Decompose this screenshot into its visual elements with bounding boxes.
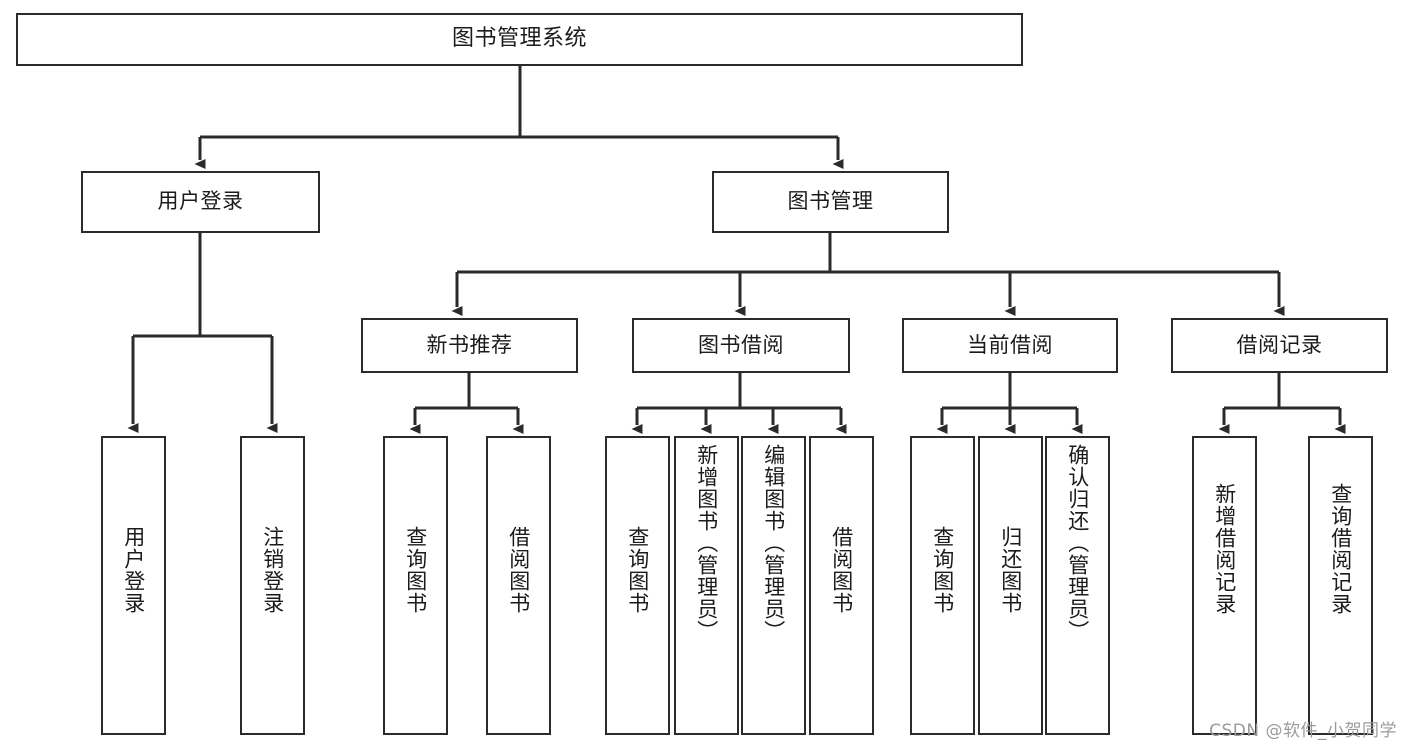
node-label: 查询借阅记录 [1328, 483, 1353, 615]
leaf-new-book-borrow[interactable]: 借阅图书 [486, 436, 551, 735]
node-label: 编辑图书（管理员） [761, 444, 786, 642]
leaf-borrow-edit-book-admin[interactable]: 编辑图书（管理员） [741, 436, 806, 735]
node-label: 归还图书 [998, 526, 1023, 614]
node-label: 借阅图书 [506, 526, 531, 614]
leaf-borrow-query-book[interactable]: 查询图书 [605, 436, 670, 735]
leaf-current-confirm-return-admin[interactable]: 确认归还（管理员） [1045, 436, 1110, 735]
node-borrow-record[interactable]: 借阅记录 [1171, 318, 1388, 373]
node-label: 用户登录 [121, 526, 146, 614]
node-user-login[interactable]: 用户登录 [81, 171, 320, 233]
node-label: 查询图书 [930, 526, 955, 614]
node-label: 查询图书 [403, 526, 428, 614]
node-label: 新增借阅记录 [1212, 483, 1237, 615]
node-book-management[interactable]: 图书管理 [712, 171, 949, 233]
node-label: 借阅记录 [1236, 332, 1323, 357]
node-label: 新增图书（管理员） [694, 444, 719, 642]
node-label: 图书管理 [787, 189, 874, 214]
node-label: 新书推荐 [426, 332, 513, 357]
leaf-record-add-record[interactable]: 新增借阅记录 [1192, 436, 1257, 735]
node-label: 查询图书 [625, 526, 650, 614]
leaf-borrow-add-book-admin[interactable]: 新增图书（管理员） [674, 436, 739, 735]
node-label: 确认归还（管理员） [1065, 444, 1090, 642]
node-label: 注销登录 [260, 526, 285, 614]
node-label: 当前借阅 [967, 332, 1053, 357]
node-root-system[interactable]: 图书管理系统 [16, 13, 1023, 66]
node-label: 借阅图书 [829, 526, 854, 614]
node-label: 图书管理系统 [451, 26, 587, 52]
node-current-borrow[interactable]: 当前借阅 [902, 318, 1118, 373]
leaf-borrow-borrow-book[interactable]: 借阅图书 [809, 436, 874, 735]
node-book-borrow[interactable]: 图书借阅 [632, 318, 850, 373]
watermark-text: CSDN @软件_小贺同学 [1209, 721, 1397, 741]
leaf-user-login-signout[interactable]: 注销登录 [240, 436, 305, 735]
node-label: 图书借阅 [698, 332, 784, 357]
leaf-current-query-book[interactable]: 查询图书 [910, 436, 975, 735]
leaf-new-book-query[interactable]: 查询图书 [383, 436, 448, 735]
node-new-book-recommend[interactable]: 新书推荐 [361, 318, 578, 373]
leaf-record-query-record[interactable]: 查询借阅记录 [1308, 436, 1373, 735]
leaf-user-login-signin[interactable]: 用户登录 [101, 436, 166, 735]
leaf-current-return-book[interactable]: 归还图书 [978, 436, 1043, 735]
node-label: 用户登录 [157, 189, 244, 214]
